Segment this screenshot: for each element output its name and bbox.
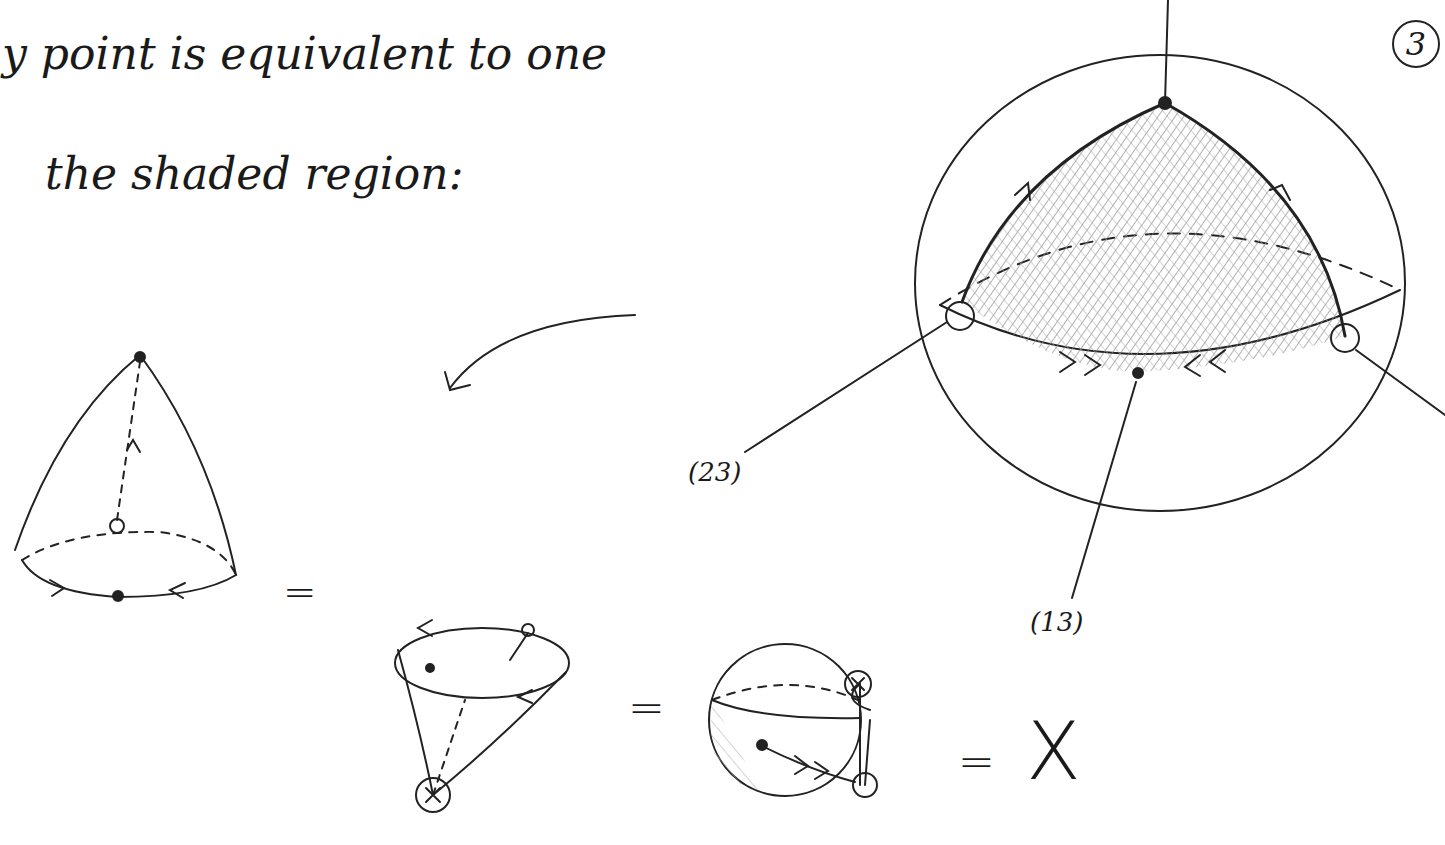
equals-sign: = <box>958 738 995 786</box>
equals-sign: = <box>628 684 665 732</box>
equals-sign: = <box>283 570 317 614</box>
space-name: X <box>1026 708 1081 796</box>
node-text: 3 <box>1406 28 1426 60</box>
permutation-label: (13) <box>1030 608 1083 637</box>
note-line: the shaded region: <box>45 150 464 198</box>
page-number: 3 <box>1391 19 1441 69</box>
note-line: y point is equivalent to one <box>2 30 607 78</box>
permutation-label: (23) <box>688 458 741 487</box>
